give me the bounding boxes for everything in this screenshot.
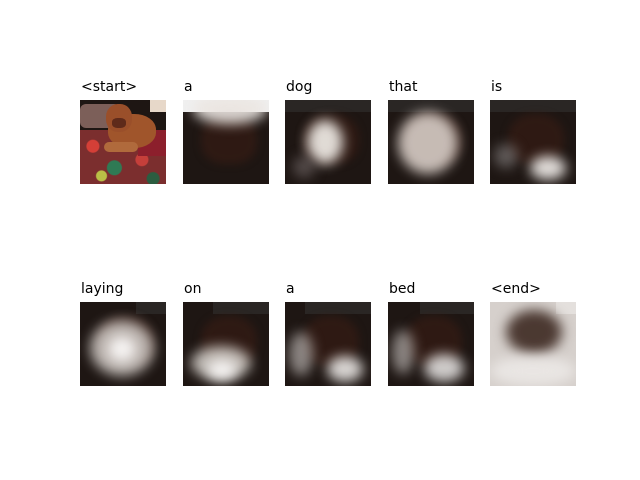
word-cell-that: that <box>388 78 474 184</box>
word-cell-bed: bed <box>388 280 474 386</box>
word-cell-end: <end> <box>490 280 576 386</box>
word-cell-is: is <box>490 78 576 184</box>
word-label: that <box>388 78 424 96</box>
source-image <box>80 100 166 184</box>
word-label: a <box>183 78 199 96</box>
word-label: a <box>285 280 301 298</box>
word-cell-dog: dog <box>285 78 371 184</box>
word-label: laying <box>80 280 130 298</box>
attention-map <box>388 100 474 184</box>
word-label: <start> <box>80 78 144 96</box>
attention-map <box>388 302 474 386</box>
word-label: bed <box>388 280 422 298</box>
word-cell-a: a <box>183 78 269 184</box>
word-label: <end> <box>490 280 547 298</box>
word-label: on <box>183 280 208 298</box>
attention-map <box>490 100 576 184</box>
word-label: is <box>490 78 509 96</box>
attention-map <box>285 302 371 386</box>
word-cell-on: on <box>183 280 269 386</box>
attention-map <box>183 100 269 184</box>
attention-map <box>80 302 166 386</box>
attention-map <box>285 100 371 184</box>
attention-map <box>183 302 269 386</box>
word-cell-start: <start> <box>80 78 166 184</box>
word-cell-laying: laying <box>80 280 166 386</box>
word-cell-a-2: a <box>285 280 371 386</box>
attention-map <box>490 302 576 386</box>
word-label: dog <box>285 78 319 96</box>
